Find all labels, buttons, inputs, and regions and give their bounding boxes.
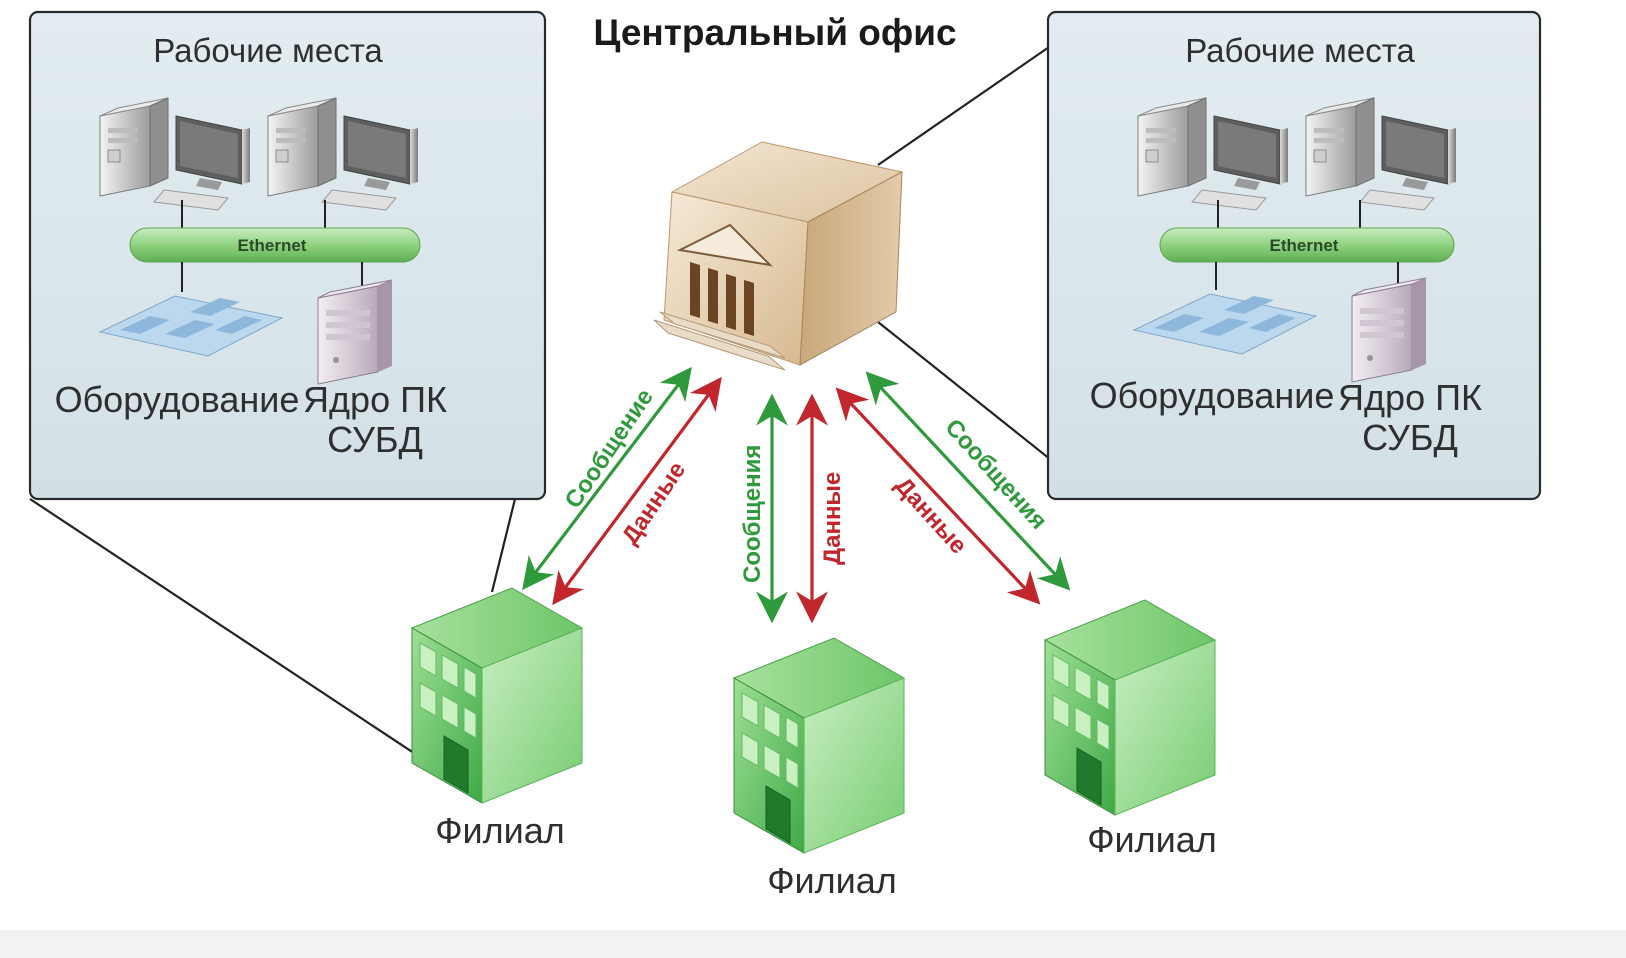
message-label-center: Сообщения: [739, 445, 766, 583]
core-label-line2: СУБД: [327, 419, 423, 460]
data-label-right: Данные: [890, 472, 972, 559]
server-icon: [317, 279, 393, 385]
equipment-board-icon: [1132, 293, 1318, 355]
equipment-board-icon: [98, 295, 284, 357]
workplaces-title: Рабочие места: [1185, 32, 1415, 69]
workplaces-title: Рабочие места: [153, 32, 383, 69]
left-panel-connector-top: [490, 498, 517, 593]
left-panel-connector-bottom: [29, 498, 433, 766]
branch-label: Филиал: [1087, 819, 1217, 860]
ethernet-bus: [1159, 227, 1455, 263]
equipment-label: Оборудование: [55, 379, 300, 420]
server-icon: [1351, 277, 1427, 383]
core-label-line2: СУБД: [1362, 417, 1458, 458]
core-label-line1: Ядро ПК: [303, 379, 447, 420]
workplaces-panel-left: Рабочие места Ethernet Оборудов: [28, 10, 547, 501]
central-office-icon: [653, 141, 904, 371]
branch-building-icon: [1044, 599, 1216, 816]
branch-label: Филиал: [767, 860, 897, 901]
ethernet-label: Ethernet: [1270, 236, 1339, 255]
bottom-strip: [0, 930, 1626, 958]
equipment-label: Оборудование: [1090, 375, 1335, 416]
branch-building-icon: [733, 637, 905, 854]
central-office-title: Центральный офис: [593, 12, 956, 53]
data-label-center: Данные: [819, 472, 846, 565]
branch-label: Филиал: [435, 810, 565, 851]
data-arrow-left: [552, 376, 722, 606]
branch-building-icon: [411, 587, 583, 804]
workplaces-panel-right: Рабочие места Ethernet Оборудов: [1046, 10, 1542, 501]
message-arrow-right: [865, 371, 1071, 591]
message-data-arrows: [522, 366, 1071, 624]
ethernet-label: Ethernet: [238, 236, 307, 255]
core-label-line1: Ядро ПК: [1338, 377, 1482, 418]
ethernet-bus: [129, 227, 421, 263]
